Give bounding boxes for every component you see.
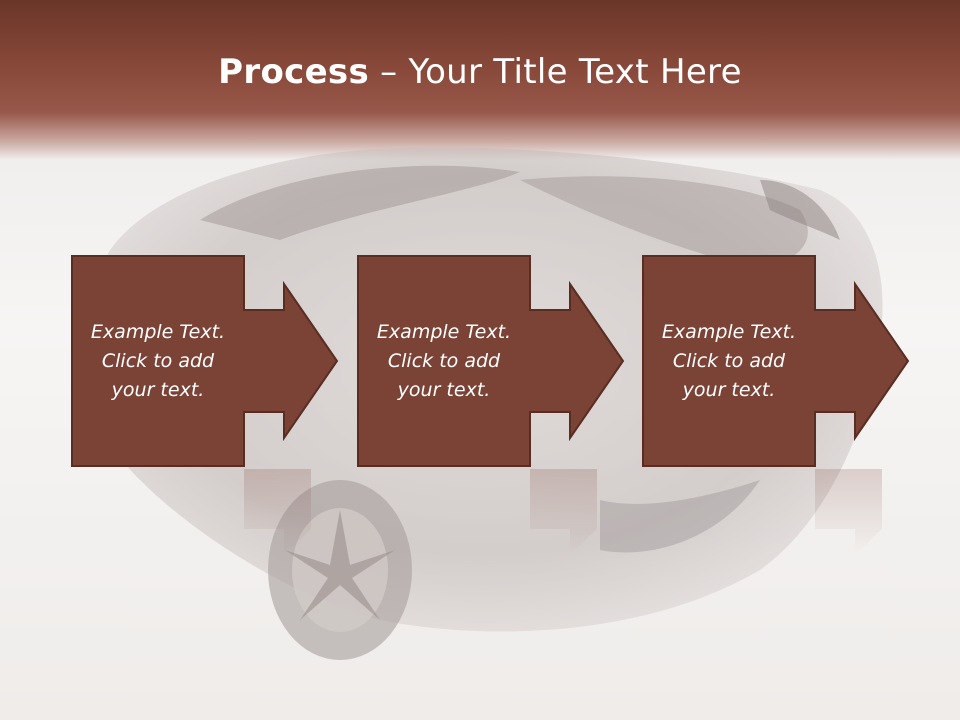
title-rest-text: – Your Title Text Here: [369, 52, 742, 92]
step-text[interactable]: Example Text. Click to add your text.: [71, 255, 245, 467]
step-reflection: [642, 469, 912, 589]
process-step-1[interactable]: Example Text. Click to add your text.: [71, 255, 341, 555]
page-title: Process – Your Title Text Here: [0, 52, 960, 92]
step-text-line-1: Example Text.: [661, 320, 797, 343]
step-text-line-1: Example Text.: [90, 320, 226, 343]
arrow-box-shape: [357, 255, 625, 467]
step-text[interactable]: Example Text. Click to add your text.: [642, 255, 816, 467]
step-text-line-1: Example Text.: [376, 320, 512, 343]
step-text-line-3: your text.: [682, 378, 776, 401]
arrow-box-shape: [642, 255, 910, 467]
step-reflection: [357, 469, 627, 589]
process-step-3[interactable]: Example Text. Click to add your text.: [642, 255, 912, 555]
process-step-2[interactable]: Example Text. Click to add your text.: [357, 255, 627, 555]
arrow-box-shape: [71, 255, 339, 467]
step-reflection: [71, 469, 341, 589]
step-text-line-3: your text.: [397, 378, 491, 401]
step-text-line-2: Click to add: [672, 349, 786, 372]
title-bold-text: Process: [218, 52, 370, 92]
step-text-line-3: your text.: [111, 378, 205, 401]
step-text[interactable]: Example Text. Click to add your text.: [357, 255, 531, 467]
step-text-line-2: Click to add: [387, 349, 501, 372]
title-banner: [0, 0, 960, 160]
step-text-line-2: Click to add: [101, 349, 215, 372]
